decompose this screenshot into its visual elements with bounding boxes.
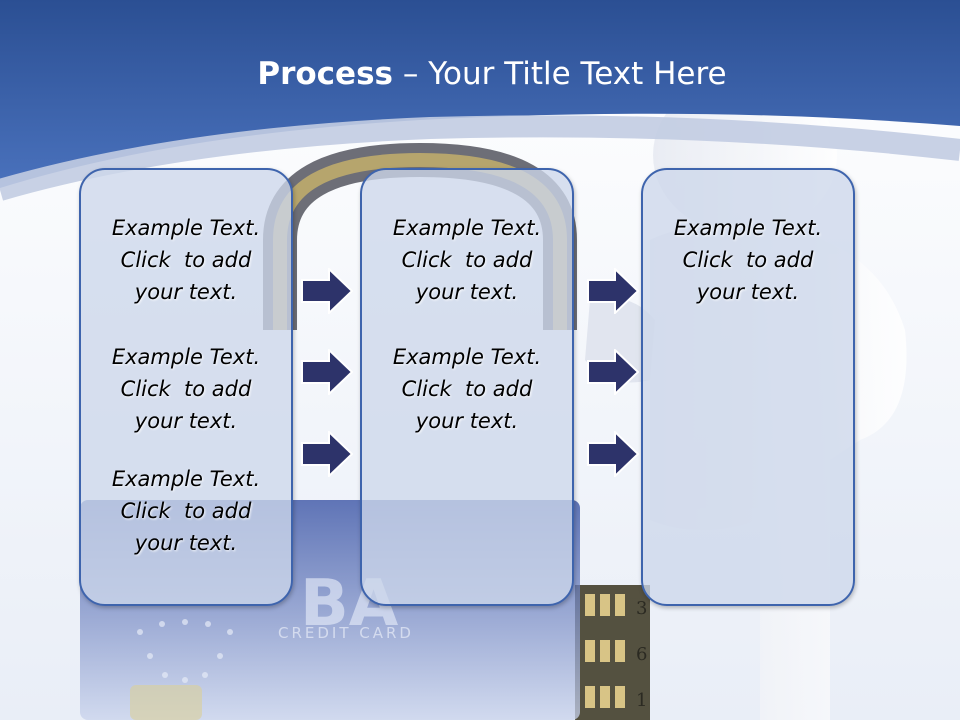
- right-arrow-icon[interactable]: [301, 431, 353, 477]
- text-placeholder[interactable]: Example Text. Click to add your text.: [81, 463, 291, 559]
- text-line: Example Text.: [392, 216, 542, 240]
- slide-title[interactable]: Process – Your Title Text Here: [0, 54, 960, 94]
- header-band: [0, 0, 960, 188]
- text-line: Click to add: [120, 377, 252, 401]
- text-line: Example Text.: [392, 345, 542, 369]
- card-subtitle: CREDIT CARD: [278, 624, 414, 642]
- right-arrow-icon[interactable]: [587, 431, 639, 477]
- text-placeholder[interactable]: Example Text. Click to add your text.: [81, 341, 291, 437]
- text-line: your text.: [415, 280, 519, 304]
- text-line: Example Text.: [111, 345, 261, 369]
- text-placeholder[interactable]: Example Text. Click to add your text.: [81, 212, 291, 308]
- process-step-box-3[interactable]: Example Text. Click to add your text.: [641, 168, 855, 606]
- text-line: Click to add: [401, 248, 533, 272]
- lock-digit: 3: [636, 598, 647, 619]
- text-placeholder[interactable]: Example Text. Click to add your text.: [362, 341, 572, 437]
- text-line: Example Text.: [111, 216, 261, 240]
- text-line: Click to add: [401, 377, 533, 401]
- right-arrow-icon[interactable]: [301, 349, 353, 395]
- lock-digit: 6: [636, 644, 647, 665]
- title-bold: Process: [257, 56, 393, 92]
- header-swoosh: [0, 115, 960, 201]
- text-line: your text.: [134, 280, 238, 304]
- text-line: Example Text.: [111, 467, 261, 491]
- right-arrow-icon[interactable]: [587, 349, 639, 395]
- process-step-box-1[interactable]: Example Text. Click to add your text. Ex…: [79, 168, 293, 606]
- text-line: Example Text.: [673, 216, 823, 240]
- text-line: your text.: [134, 409, 238, 433]
- text-placeholder[interactable]: Example Text. Click to add your text.: [362, 212, 572, 308]
- text-line: your text.: [415, 409, 519, 433]
- text-line: Click to add: [120, 248, 252, 272]
- card-stars: [137, 619, 233, 683]
- right-arrow-icon[interactable]: [301, 268, 353, 314]
- text-line: Click to add: [682, 248, 814, 272]
- text-line: your text.: [696, 280, 800, 304]
- text-line: your text.: [134, 531, 238, 555]
- title-rest: – Your Title Text Here: [402, 56, 727, 92]
- process-step-box-2[interactable]: Example Text. Click to add your text. Ex…: [360, 168, 574, 606]
- right-arrow-icon[interactable]: [587, 268, 639, 314]
- lock-digit: 1: [636, 690, 647, 711]
- card-chip: [130, 685, 202, 720]
- text-line: Click to add: [120, 499, 252, 523]
- text-placeholder[interactable]: Example Text. Click to add your text.: [643, 212, 853, 308]
